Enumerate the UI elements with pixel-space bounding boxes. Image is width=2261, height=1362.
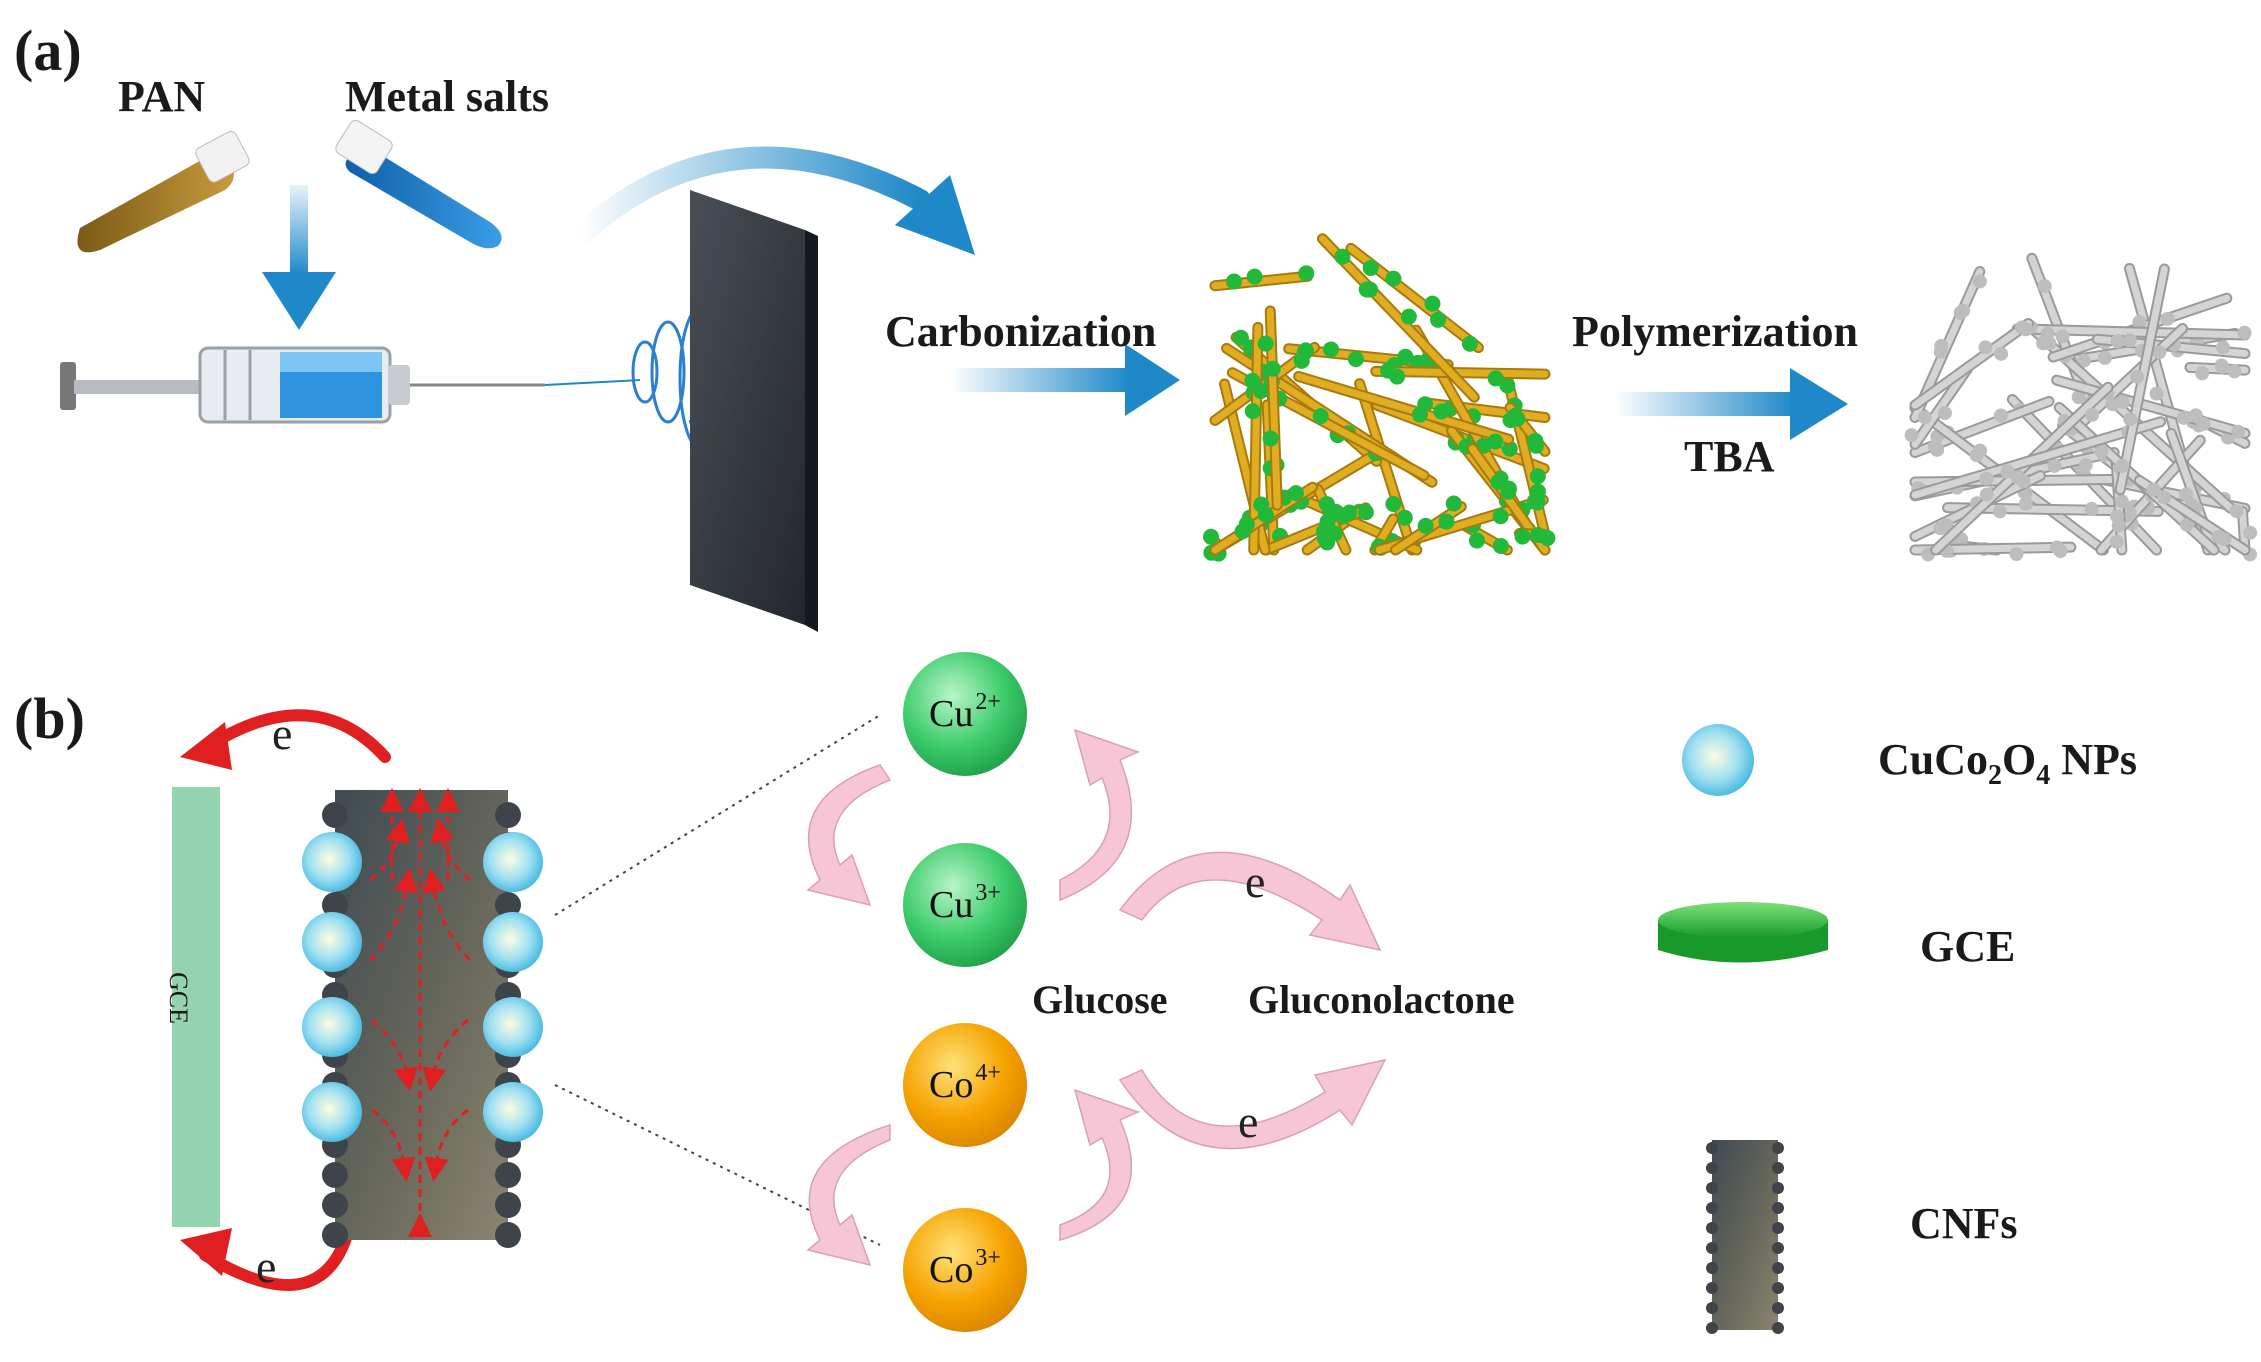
pan-tube-icon (77, 131, 250, 253)
electron-label-gluconolactone: e (1238, 1096, 1259, 1147)
tba-label: TBA (1684, 432, 1775, 481)
curved-arrow-icon (569, 146, 975, 255)
panel-b-label: (b) (14, 686, 85, 751)
electron-label-bottom: e (256, 1241, 277, 1292)
metal-salts-label: Metal salts (345, 72, 550, 121)
gce-electrode-bar (172, 787, 220, 1227)
gce-legend-icon (1658, 902, 1828, 963)
legend-cnfs-label: CNFs (1910, 1199, 2018, 1248)
gce-bar-label: GCE (164, 972, 193, 1024)
gluconolactone-label: Gluconolactone (1248, 977, 1515, 1022)
polymerization-label: Polymerization (1572, 307, 1858, 356)
electron-label-glucose: e (1245, 856, 1266, 907)
carbon-nanofiber-network-icon (1202, 233, 1556, 562)
electron-transfer-arrow-bottom (180, 1226, 354, 1291)
collector-plate-icon (690, 190, 818, 632)
carbonization-label: Carbonization (885, 307, 1157, 356)
redox-cycle-arrows (806, 728, 1387, 1267)
electron-label-top: e (272, 708, 293, 759)
pan-label: PAN (118, 72, 206, 121)
syringe-icon (60, 346, 641, 424)
co3-ion-circle (903, 1208, 1027, 1332)
legend-nps-label: CuCo2O4 NPs (1878, 735, 2138, 791)
down-arrow-icon (262, 185, 336, 330)
carbonization-arrow-icon (950, 344, 1180, 416)
cu3-ion-circle (903, 843, 1027, 967)
internal-electron-flow (368, 788, 472, 1237)
cnf-legend-icon (1706, 1140, 1784, 1334)
glucose-label: Glucose (1032, 977, 1168, 1022)
co4-ion-circle (903, 1023, 1027, 1147)
np-legend-icon (1682, 724, 1754, 796)
polymer-coated-network-icon (1904, 252, 2258, 562)
panel-a-label: (a) (14, 18, 82, 83)
cnf-nanoparticles (302, 832, 543, 1142)
cu2-ion-circle (903, 652, 1027, 776)
polymerization-arrow-icon (1615, 368, 1848, 440)
metal-salt-tube-icon (335, 119, 502, 249)
legend-gce-label: GCE (1920, 922, 2016, 971)
electron-transfer-arrow-top (180, 709, 391, 770)
